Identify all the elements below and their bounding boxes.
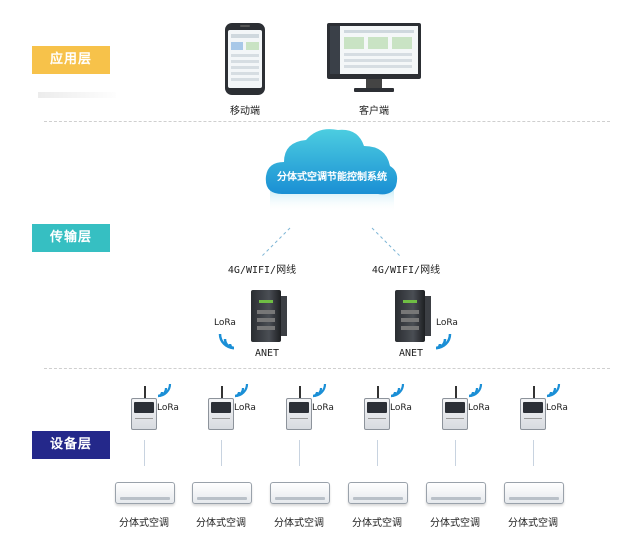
mobile-phone-icon [224, 22, 266, 96]
layer-label-application: 应用层 [32, 46, 110, 74]
gateway-right-name: ANET [398, 348, 424, 359]
air-conditioner-icon [115, 482, 175, 504]
device-connector-line [299, 440, 300, 466]
wifi-icon [389, 382, 405, 402]
lora-node-icon [364, 386, 390, 430]
lora-node-icon [208, 386, 234, 430]
air-conditioner-label: 分体式空调 [196, 518, 246, 529]
gateway-left-icon [251, 290, 287, 342]
air-conditioner-icon [504, 482, 564, 504]
air-conditioner-label: 分体式空调 [430, 518, 480, 529]
air-conditioner-label: 分体式空调 [352, 518, 402, 529]
cloud-icon [262, 124, 402, 214]
device-connector-line [221, 440, 222, 466]
device-connector-line [377, 440, 378, 466]
gateway-right-lora-label: LoRa [436, 318, 458, 328]
device-connector-line [144, 440, 145, 466]
wifi-icon [311, 382, 327, 402]
air-conditioner-label: 分体式空调 [119, 518, 169, 529]
device-lora-label: LoRa [234, 403, 256, 413]
air-conditioner-icon [426, 482, 486, 504]
air-conditioner-label: 分体式空调 [508, 518, 558, 529]
lora-node-icon [520, 386, 546, 430]
label-shadow [38, 92, 116, 98]
air-conditioner-icon [192, 482, 252, 504]
lora-node-icon [442, 386, 468, 430]
client-label: 客户端 [359, 106, 389, 117]
layer-label-device: 设备层 [32, 431, 110, 459]
device-connector-line [533, 440, 534, 466]
wifi-icon [545, 382, 561, 402]
device-lora-label: LoRa [546, 403, 568, 413]
divider-top [44, 121, 610, 122]
device-lora-label: LoRa [157, 403, 179, 413]
cloud-title: 分体式空调节能控制系统 [277, 172, 387, 183]
device-lora-label: LoRa [312, 403, 334, 413]
lora-node-icon [286, 386, 312, 430]
layer-label-transport: 传输层 [32, 224, 110, 252]
wifi-icon [156, 382, 172, 402]
device-lora-label: LoRa [390, 403, 412, 413]
gateway-left-name: ANET [254, 348, 280, 359]
device-lora-label: LoRa [468, 403, 490, 413]
air-conditioner-label: 分体式空调 [274, 518, 324, 529]
gateway-right-icon [395, 290, 431, 342]
wifi-icon [434, 332, 454, 354]
gateway-left-lora-label: LoRa [214, 318, 236, 328]
link-right-label: 4G/WIFI/网线 [371, 265, 441, 276]
link-left-label: 4G/WIFI/网线 [227, 265, 297, 276]
link-left-line [261, 227, 291, 257]
air-conditioner-icon [270, 482, 330, 504]
divider-bottom [44, 368, 610, 369]
wifi-icon [233, 382, 249, 402]
lora-node-icon [131, 386, 157, 430]
air-conditioner-icon [348, 482, 408, 504]
desktop-monitor-icon [326, 22, 422, 94]
wifi-icon [467, 382, 483, 402]
wifi-icon [216, 332, 236, 354]
mobile-label: 移动端 [230, 106, 260, 117]
link-right-line [371, 227, 401, 257]
device-connector-line [455, 440, 456, 466]
